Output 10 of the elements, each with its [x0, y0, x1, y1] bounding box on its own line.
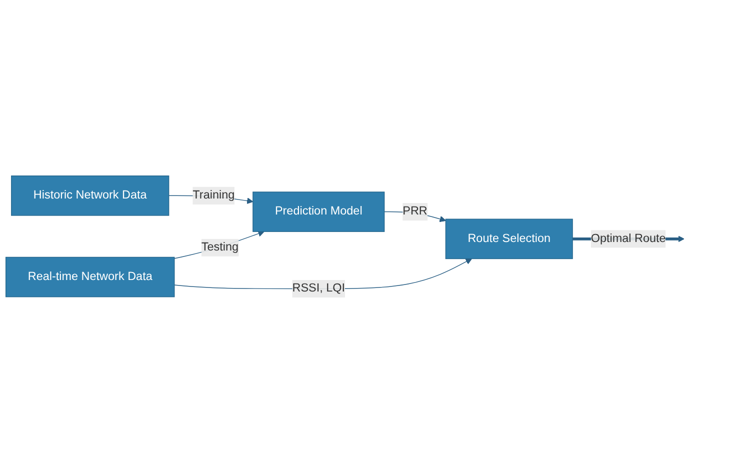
node-box: Prediction Model: [252, 191, 385, 232]
edge-label: Optimal Route: [590, 232, 666, 245]
node-box: Route Selection: [445, 218, 573, 259]
node-box: Historic Network Data: [11, 175, 170, 216]
edge-label: Training: [192, 188, 235, 202]
arrow: [174, 230, 264, 259]
node-box: Real-time Network Data: [6, 256, 175, 297]
edge-label: RSSI, LQI: [292, 282, 346, 294]
edge-label: PRR: [402, 204, 428, 218]
edge-label: Testing: [201, 240, 239, 254]
